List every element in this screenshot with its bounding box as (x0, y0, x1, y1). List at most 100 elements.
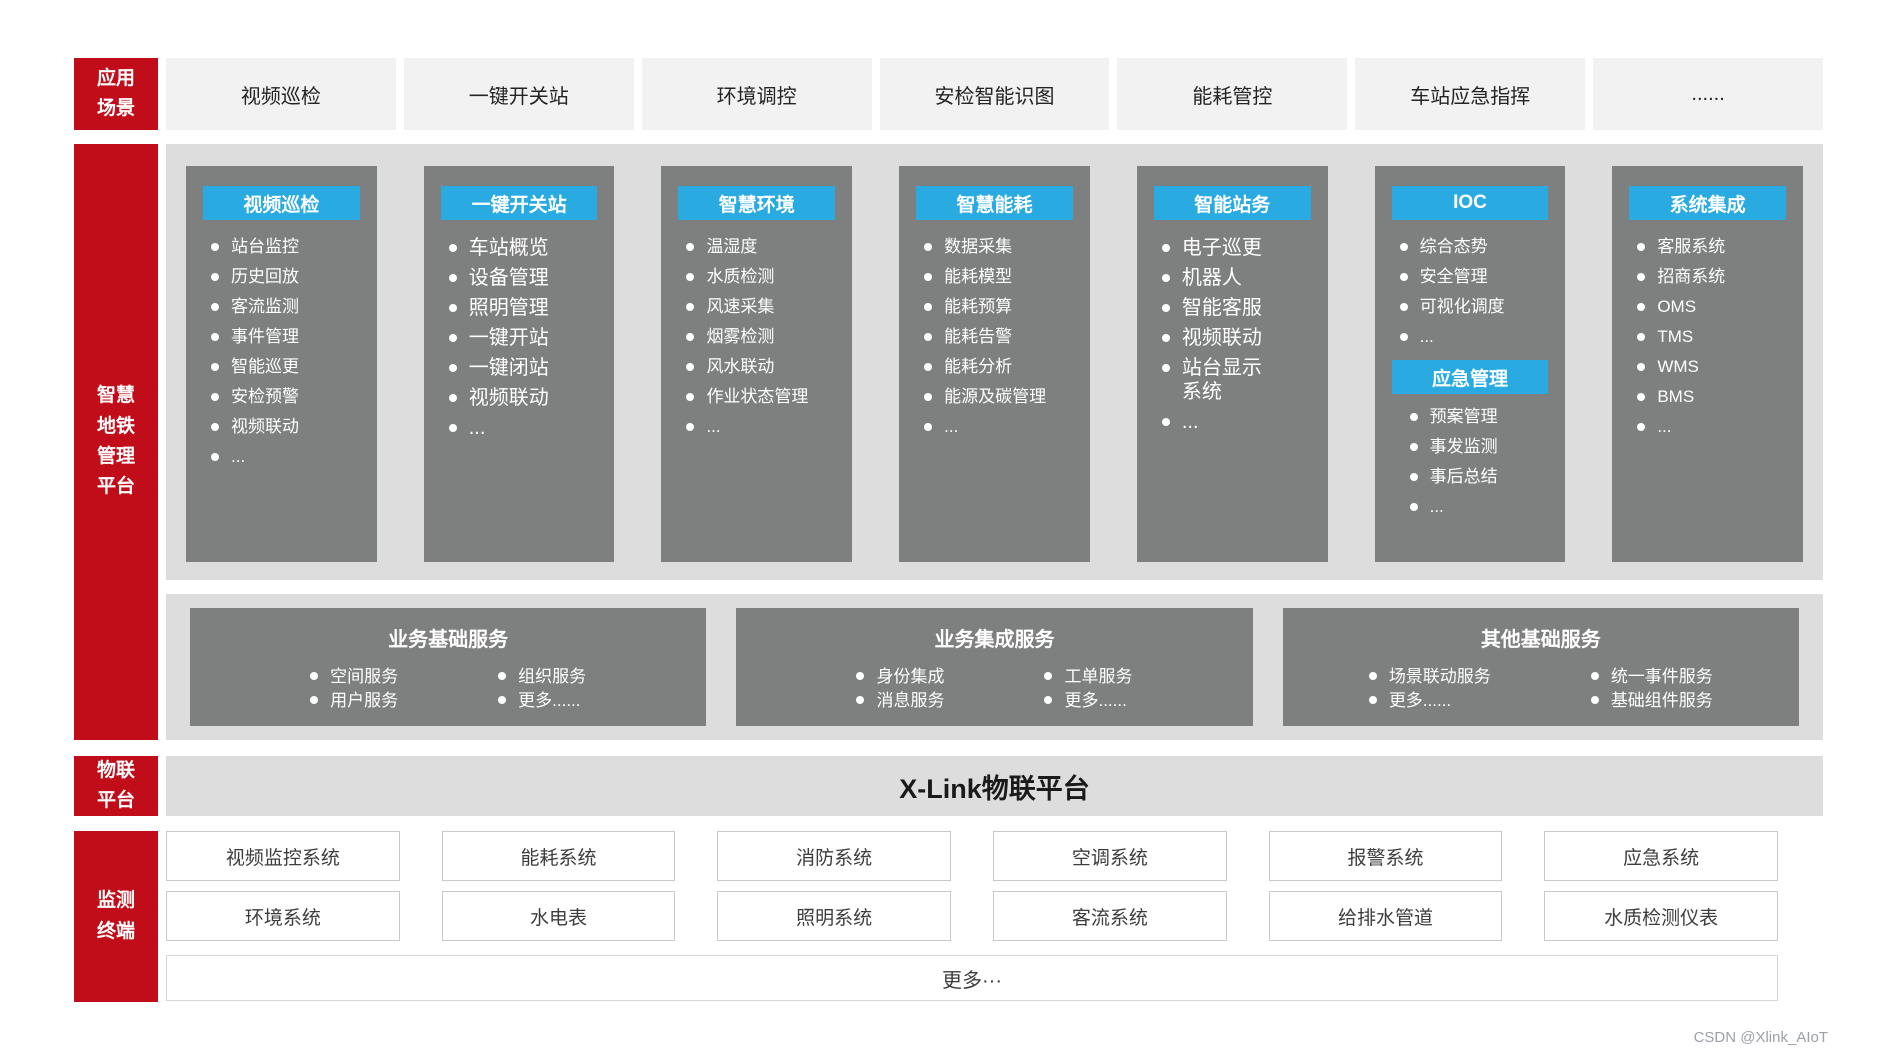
bullet-icon (856, 696, 865, 704)
module-column: 智能站务 电子巡更 机器人 智能客服 视频联动 站台显示系统 ... (1136, 166, 1328, 562)
module-header: 视频巡检 (203, 186, 360, 220)
list-item-label: 历史回放 (231, 267, 299, 286)
bullet-icon (1161, 244, 1170, 252)
list-item-label: 温湿度 (706, 237, 758, 256)
rail-label-line: 场景 (96, 98, 135, 119)
list-item-label: 工单服务 (1064, 667, 1133, 686)
list-item: 照明管理 (448, 296, 607, 320)
list-item-label: 招商系统 (1657, 267, 1726, 286)
bullet-icon (1399, 243, 1408, 251)
list-item: 场景联动服务 (1368, 666, 1491, 687)
list-item: 能耗预算 (924, 296, 1082, 317)
list-item: 数据采集 (924, 236, 1082, 257)
bullet-icon (498, 696, 507, 704)
module-sublist: 预案管理 事发监测 事后总结 ... (1375, 406, 1566, 526)
iot-row: 物联平台 X-Link物联平台 (74, 756, 1823, 816)
list-item: ... (1637, 416, 1795, 437)
bullet-icon (686, 273, 695, 281)
scenario-box-label: 视频巡检 (240, 85, 321, 108)
list-item-label: 视频联动 (1181, 327, 1262, 349)
scenario-box: 能耗管控 (1117, 58, 1348, 130)
list-item-label: 烟雾检测 (706, 327, 775, 346)
list-item-label: 身份集成 (876, 667, 945, 686)
list-item: TMS (1637, 326, 1795, 347)
bullet-icon (924, 423, 933, 431)
list-item: 水质检测 (686, 266, 844, 287)
list-item-label: 安全管理 (1419, 267, 1488, 286)
list-item: 安全管理 (1399, 266, 1558, 287)
service-title: 业务集成服务 (934, 629, 1055, 651)
list-item-label: ... (706, 417, 721, 436)
app-scenarios-row: 应用场景 视频巡检 一键开关站 环境调控 安检智能识图 能耗管控 车站应急指挥 … (74, 58, 1824, 130)
list-item: 能耗模型 (924, 266, 1082, 287)
terminal-box: 能耗系统 (441, 831, 676, 881)
list-item-label: 综合态势 (1419, 237, 1488, 256)
module-column: 一键开关站 车站概览 设备管理 照明管理 一键开站 一键闭站 视频联动 ... (423, 166, 615, 562)
terminal-box: 水电表 (441, 891, 676, 941)
scenario-box-label: 车站应急指挥 (1410, 85, 1531, 108)
bullet-icon (211, 333, 219, 341)
module-column: 智慧环境 温湿度 水质检测 风速采集 烟雾检测 风水联动 作业状态管理 ... (661, 166, 853, 562)
module-column: 系统集成 客服系统 招商系统 OMS TMS WMS BMS ... (1612, 166, 1804, 562)
list-item: 智能客服 (1161, 296, 1320, 320)
list-item-label: 照明管理 (468, 297, 549, 319)
bullet-icon (924, 333, 933, 341)
list-item-label: 视频联动 (231, 417, 299, 436)
service-columns: 空间服务 用户服务 组织服务 更多...... (190, 666, 706, 714)
bullet-icon (1409, 413, 1418, 421)
scenario-box: 环境调控 (641, 58, 872, 130)
terminal-box: 客流系统 (993, 891, 1227, 941)
list-item: 客流监测 (211, 296, 369, 317)
scenario-box: 车站应急指挥 (1355, 58, 1586, 130)
bullet-icon (498, 672, 507, 680)
list-item: ... (448, 416, 607, 440)
list-item-label: ... (944, 417, 959, 436)
list-item-label: 更多...... (1064, 691, 1127, 710)
service-title: 其他基础服务 (1480, 629, 1601, 651)
list-item: 消息服务 (856, 690, 944, 711)
list-item: ... (686, 416, 844, 437)
list-item: 空间服务 (310, 666, 398, 687)
modules-band: 视频巡检 站台监控 历史回放 客流监测 事件管理 智能巡更 安检预警 视频联动 … (166, 144, 1823, 580)
module-header: 智慧环境 (678, 186, 836, 220)
list-item-label: TMS (1657, 327, 1694, 346)
bullet-icon (448, 394, 457, 402)
list-item-label: 更多...... (1388, 691, 1452, 710)
list-item: 电子巡更 (1161, 236, 1320, 260)
bullet-icon (1409, 503, 1418, 511)
terminal-box: 视频监控系统 (166, 831, 400, 881)
list-item-label: 车站概览 (468, 237, 549, 259)
watermark: CSDN @Xlink_AIoT (1693, 1029, 1828, 1046)
scenario-box: 一键开关站 (403, 58, 634, 130)
bullet-icon (211, 453, 219, 461)
rail-label-line: 物联 (96, 759, 135, 781)
list-item: 客服系统 (1637, 236, 1795, 257)
bullet-icon (686, 333, 695, 341)
terminal-box: 应急系统 (1544, 831, 1778, 881)
list-item-label: 站台监控 (231, 237, 299, 256)
list-item: 车站概览 (448, 236, 607, 260)
service-box: 业务基础服务 空间服务 用户服务 组织服务 更多...... (190, 608, 707, 726)
list-item-label: 风速采集 (706, 297, 775, 316)
rail-label-line: 应用 (96, 67, 135, 89)
module-list: 客服系统 招商系统 OMS TMS WMS BMS ... (1612, 236, 1803, 446)
module-header: 一键开关站 (440, 186, 598, 220)
list-item: 能耗告警 (924, 326, 1082, 347)
list-item-label: OMS (1657, 297, 1697, 316)
bullet-icon (1044, 696, 1053, 704)
list-item-label: ... (1419, 327, 1434, 346)
bullet-icon (448, 424, 457, 432)
bullet-icon (448, 274, 457, 282)
list-item: ... (924, 416, 1082, 437)
module-subheader: 应急管理 (1391, 360, 1549, 394)
list-item: ... (1161, 410, 1320, 434)
bullet-icon (211, 393, 219, 401)
bullet-icon (1161, 274, 1170, 282)
list-item-label: 消息服务 (876, 691, 945, 710)
app-scenarios-boxes: 视频巡检 一键开关站 环境调控 安检智能识图 能耗管控 车站应急指挥 .....… (166, 58, 1824, 130)
service-title: 业务基础服务 (388, 629, 509, 651)
list-item: 更多...... (1368, 690, 1491, 711)
list-item: 更多...... (1044, 690, 1132, 711)
list-item-label: 事后总结 (1429, 467, 1498, 486)
